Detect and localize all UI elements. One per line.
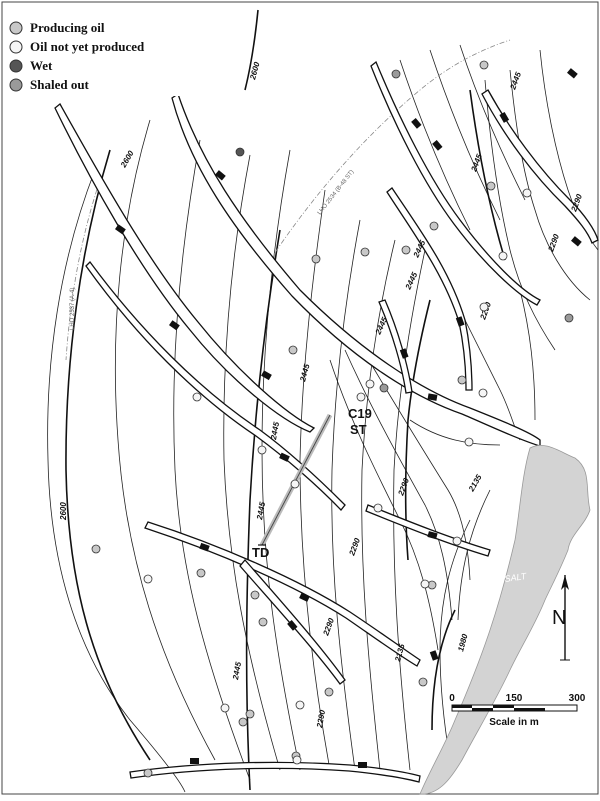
legend: Producing oil Oil not yet produced Wet S… [4, 4, 194, 96]
well-suffix-label: ST [350, 422, 367, 437]
legend-marker [9, 59, 23, 73]
fault-9 [365, 504, 491, 557]
legend-marker [9, 21, 23, 35]
td-label: TD [252, 545, 269, 560]
legend-item-producing: Producing oil [9, 20, 105, 35]
fault-6 [481, 89, 599, 244]
well-not-produced [420, 579, 430, 589]
fault-markers [115, 68, 582, 768]
well-not-produced [522, 188, 532, 198]
well-not-produced [295, 700, 305, 710]
legend-marker [9, 78, 23, 92]
contour-label: 2290 [546, 232, 561, 253]
salt-label: SALT [504, 571, 529, 584]
lease-label-b48: LHO 2534 (B-48 ST) [317, 169, 356, 216]
well-producing [457, 375, 467, 385]
contour-label: 2445 [231, 661, 243, 682]
contour-label: 2290 [315, 709, 327, 730]
well-not-produced [257, 445, 267, 455]
well-producing [196, 568, 206, 578]
fault-5 [386, 187, 473, 391]
index-contours [65, 89, 506, 791]
well-not-produced [373, 503, 383, 513]
north-arrow: N [552, 575, 570, 661]
contour-label: 2445 [255, 501, 267, 522]
well-producing [258, 617, 268, 627]
contour-label: 2445 [269, 421, 281, 442]
well-producing [245, 709, 255, 719]
scale-tick-label: 0 [449, 693, 455, 704]
well-not-produced [192, 392, 202, 402]
scale-tick-label: 300 [569, 693, 586, 704]
well-wet [235, 147, 245, 157]
well-shaled [379, 383, 389, 393]
well-not-produced [356, 392, 366, 402]
fault-3 [85, 261, 346, 511]
fault-traces [54, 60, 599, 783]
legend-item-not-produced: Oil not yet produced [9, 39, 145, 54]
contour-label: 2600 [118, 149, 135, 170]
well-not-produced [365, 379, 375, 389]
well-producing [143, 768, 153, 778]
well-not-produced [292, 755, 302, 765]
contour-label: 2290 [569, 192, 584, 213]
fault-11 [129, 761, 421, 783]
well-producing [238, 717, 248, 727]
well-not-produced [479, 302, 489, 312]
well-producing [250, 590, 260, 600]
contour-label: 2600 [59, 502, 68, 521]
well-producing [288, 345, 298, 355]
well-producing [429, 221, 439, 231]
contour-label: 2290 [347, 536, 362, 557]
well-producing [91, 544, 101, 554]
legend-item-shaled: Shaled out [9, 77, 90, 92]
well-name-label: C19 [348, 406, 372, 421]
well-producing [486, 181, 496, 191]
north-label: N [552, 607, 566, 629]
contour-label: 2135 [466, 473, 483, 494]
fault-1 [54, 103, 316, 433]
contour-label: 2445 [298, 362, 312, 383]
well-not-produced [498, 251, 508, 261]
well-not-produced [478, 388, 488, 398]
well-producing [479, 60, 489, 70]
well-not-produced [143, 574, 153, 584]
well-not-produced [220, 703, 230, 713]
fault-7 [144, 521, 421, 667]
well-producing [401, 245, 411, 255]
legend-label: Shaled out [30, 77, 90, 92]
legend-label: Producing oil [30, 20, 105, 35]
legend-label: Oil not yet produced [30, 39, 145, 54]
well-shaled [391, 69, 401, 79]
fault-10 [378, 299, 413, 394]
fault-4 [370, 60, 541, 306]
scale-bar: 0 150 300 Scale in m [449, 693, 586, 728]
well-not-produced [290, 479, 300, 489]
wells [91, 60, 574, 778]
contour-label: 2290 [396, 476, 411, 497]
well-not-produced [464, 437, 474, 447]
legend-item-wet: Wet [9, 58, 53, 73]
well-producing [324, 687, 334, 697]
well-not-produced [452, 536, 462, 546]
well-producing [360, 247, 370, 257]
well-producing [311, 254, 321, 264]
legend-marker [9, 40, 23, 54]
contour-2600-top [244, 9, 259, 91]
well-producing [418, 677, 428, 687]
contour-label: 2290 [321, 616, 336, 637]
scale-tick-label: 150 [506, 693, 523, 704]
contour-label: 1980 [456, 632, 469, 652]
lease-label-a4: LHO 2537 (A-4) [70, 288, 76, 330]
scale-unit-label: Scale in m [489, 717, 539, 728]
legend-label: Wet [30, 58, 53, 73]
well-shaled [564, 313, 574, 323]
